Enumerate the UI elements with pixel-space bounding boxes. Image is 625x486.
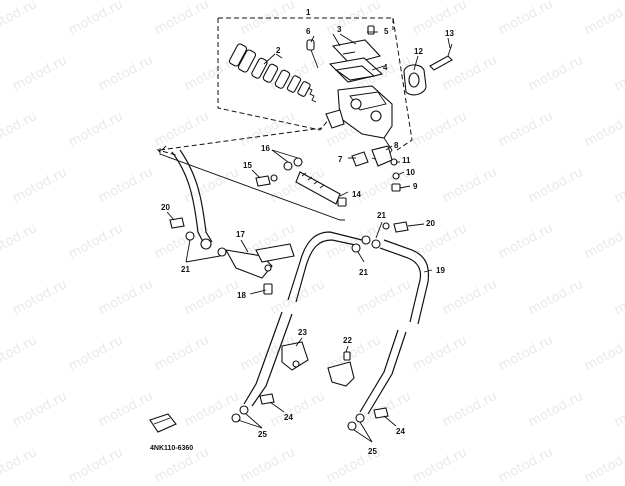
callout-8: 8: [394, 141, 399, 150]
caliper-bolts: [259, 393, 389, 419]
callout-16: 16: [261, 144, 270, 153]
callout-15: 15: [243, 161, 252, 170]
banjo-fittings: [255, 157, 347, 207]
callout-2: 2: [276, 46, 281, 55]
callout-3: 3: [337, 25, 342, 34]
union-bolt-right: [382, 221, 409, 233]
callout-19: 19: [436, 266, 445, 275]
callout-22: 22: [343, 336, 352, 345]
callout-21-left: 21: [181, 265, 190, 274]
callout-numbers: 1 2 3 4 5 6 7 8 9 10 11 12 13 14 15 16 1…: [150, 8, 454, 456]
diagram-code: 4NK110-6360: [150, 445, 193, 452]
callout-23: 23: [298, 328, 307, 337]
exploded-parts-diagram: 1 2 3 4 5 6 7 8 9 10 11 12 13 14 15 16 1…: [149, 8, 454, 456]
callout-12: 12: [414, 47, 423, 56]
callout-18: 18: [237, 291, 246, 300]
callout-13: 13: [445, 29, 454, 38]
hose-joint: [217, 243, 295, 295]
callout-10: 10: [406, 168, 415, 177]
hose-clamps: [281, 341, 355, 387]
bracket-outline: [159, 145, 345, 221]
callout-24-left: 24: [284, 413, 293, 422]
callout-20-left: 20: [161, 203, 170, 212]
callout-21-top: 21: [377, 211, 386, 220]
leader-lines: [166, 31, 451, 443]
piston-kit: [228, 43, 317, 103]
callout-4: 4: [383, 63, 388, 72]
lever-pivot-parts: [351, 145, 401, 192]
callout-5: 5: [384, 27, 389, 36]
callout-6: 6: [306, 27, 311, 36]
callout-21-mid: 21: [359, 268, 368, 277]
callout-20-right: 20: [426, 219, 435, 228]
callout-25-right: 25: [368, 447, 377, 456]
front-direction-icon: [149, 413, 177, 433]
reservoir-cap: [328, 39, 384, 83]
master-cylinder-body: [325, 85, 393, 163]
callout-24-right: 24: [396, 427, 405, 436]
callout-11: 11: [402, 156, 411, 165]
assembly-boundary: [156, 17, 413, 156]
callout-17: 17: [236, 230, 245, 239]
master-cylinder-holder: [403, 43, 453, 96]
callout-7: 7: [338, 155, 343, 164]
small-screws: [306, 25, 375, 69]
callout-14: 14: [352, 190, 361, 199]
upper-brake-hose: [169, 149, 213, 250]
callout-25-left: 25: [258, 430, 267, 439]
callout-1: 1: [306, 8, 311, 17]
brake-pipe: [287, 231, 430, 325]
callout-9: 9: [413, 182, 418, 191]
